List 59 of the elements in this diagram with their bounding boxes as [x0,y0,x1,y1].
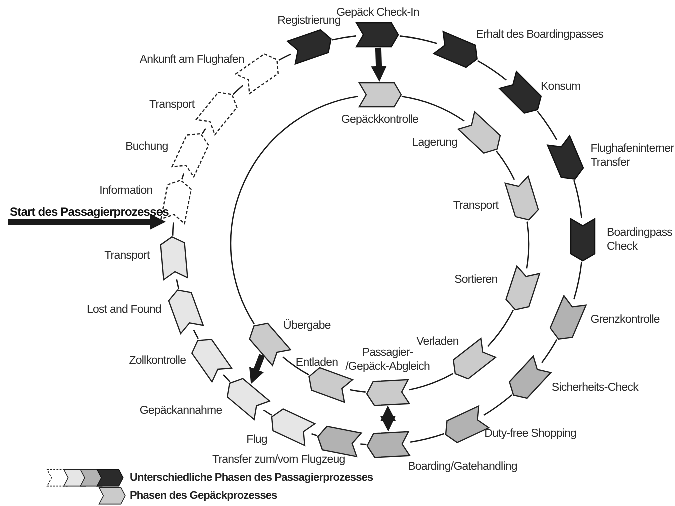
connector-line [574,180,582,218]
connector-line [410,433,444,444]
connector-line [496,150,516,180]
phase-label: Gepäckkontrolle [341,113,419,128]
phase-label: Konsum [540,80,581,94]
connector-line [400,36,438,44]
connector-line [230,96,358,324]
connector-line [232,85,244,96]
phase-label: Lagerung [412,136,458,150]
connector-line [263,410,272,416]
connector-line [176,280,180,290]
arrow [371,48,387,82]
phase-label: Duty-free Shopping [484,426,577,441]
connector-line [282,356,310,376]
connector-line [172,222,174,236]
connector-line [542,340,558,364]
phase-label: Transport [104,248,150,264]
connector-line [223,374,231,382]
connector-line [360,444,367,446]
connector-line [278,54,292,62]
phase-label: Flug [246,432,268,447]
phase-label: Transport [453,199,498,214]
connector-line [193,330,200,340]
connector-line [526,222,530,269]
phase-label: Flughafeninterner Transfer [590,142,675,170]
phase-label: Grenzkontrolle [590,312,660,328]
connector-line [488,310,514,348]
phase-label: Information [100,184,153,198]
connector-line [312,433,318,436]
connector-line [484,394,512,416]
phase-label: Sicherheits-Check [552,380,638,395]
phase-label: Entladen [296,356,338,370]
connector-line [182,174,185,180]
phase-label: Übergabe [284,318,331,333]
phase-label: Buchung [126,140,168,155]
connector-line [202,128,206,134]
phase-label: Erhalt des Boardingpasses [476,28,604,42]
phase-label: Sortieren [454,272,498,288]
connector-line [402,96,465,122]
phase-label: Gepäckannahme [140,404,222,418]
phase-label: Boarding/Gatehandling [408,460,518,474]
connector-line [350,389,366,393]
connector-line [537,111,558,140]
phase-label: Transport [150,98,195,112]
connector-line [574,262,582,300]
legend-label: Unterschiedliche Phasen des Passagierprozesses [130,472,374,484]
arrow [8,214,166,230]
phase-label: Boardingpass Check [607,226,674,254]
arrow [250,354,266,384]
connector-line [332,36,356,41]
connector-line [409,373,454,391]
connector-line [478,60,507,81]
edge-label: Start des Passagierprozesses [10,205,169,219]
arrow [380,406,396,432]
phase-label: Zollkontrolle [129,354,186,369]
phase-label: Ankunft am Flughafen [140,52,244,68]
legend-label: Phasen des Gepäckprozesses [130,490,278,502]
phase-label: Lost and Found [87,302,162,318]
phase-label: Transfer zum/vom Flugzeug [212,453,346,468]
